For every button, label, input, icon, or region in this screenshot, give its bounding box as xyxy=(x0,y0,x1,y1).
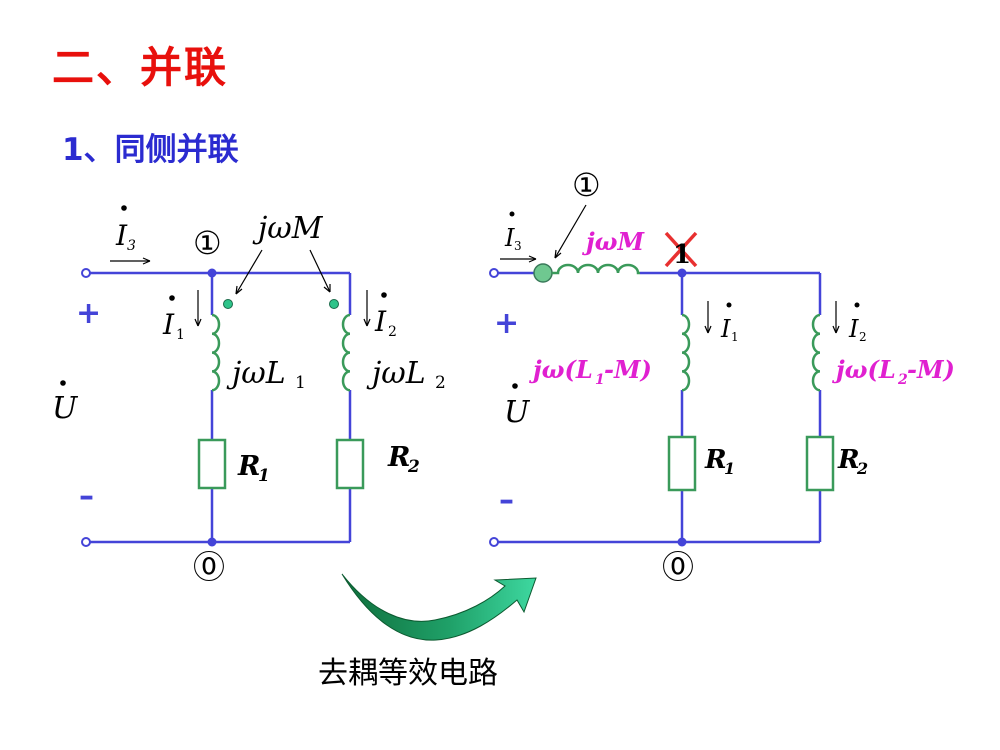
right-resistor-2 xyxy=(805,435,835,492)
left-circuit: I 3 ① jωM I 1 I 2 jωL 1 jωL 2 U R 1 xyxy=(52,205,446,586)
left-current-arrow-i3 xyxy=(110,257,151,265)
right-node-pointer xyxy=(554,204,587,259)
svg-text:1: 1 xyxy=(724,459,735,478)
right-current-arrow-i3 xyxy=(500,255,537,263)
left-resistor-1 xyxy=(197,438,227,490)
left-node-top-dot xyxy=(207,268,217,278)
svg-text:2: 2 xyxy=(897,372,908,388)
right-resistor-1 xyxy=(667,435,697,492)
svg-text:3: 3 xyxy=(514,239,522,253)
left-plus-sign: + xyxy=(76,296,101,331)
svg-text:I: I xyxy=(162,308,175,341)
svg-text:jωL: jωL xyxy=(366,356,426,391)
right-label-i2: I 2 xyxy=(848,302,867,344)
svg-text:3: 3 xyxy=(127,238,136,254)
right-minus-sign: – xyxy=(499,483,514,518)
svg-text:jω(L: jω(L xyxy=(529,355,593,384)
svg-text:I: I xyxy=(374,305,387,338)
left-polarity-dot-1 xyxy=(223,299,233,309)
left-label-voltage: U xyxy=(52,380,79,426)
svg-text:1: 1 xyxy=(731,330,739,344)
right-removed-node-label: 1 xyxy=(673,240,691,270)
left-label-inductor-1: jωL 1 xyxy=(226,356,306,393)
right-removed-node-cross xyxy=(664,231,698,268)
right-terminal-top xyxy=(489,268,499,278)
right-node-new xyxy=(533,263,553,283)
svg-text:R: R xyxy=(704,445,727,475)
left-current-arrow-i2 xyxy=(363,290,371,327)
left-node-bottom-dot xyxy=(207,537,217,547)
right-label-i3: I 3 xyxy=(504,211,522,253)
left-polarity-dot-2 xyxy=(329,299,339,309)
svg-text:1: 1 xyxy=(595,372,605,388)
svg-text:I: I xyxy=(115,219,128,252)
right-label-i1: I 1 xyxy=(720,302,739,344)
svg-text:R: R xyxy=(837,445,860,475)
page-title: 二、并联 xyxy=(52,43,229,92)
right-label-voltage: U xyxy=(504,383,531,430)
right-node-bottom-dot xyxy=(677,537,687,547)
svg-text:1: 1 xyxy=(176,327,185,343)
transform-arrow-icon xyxy=(341,573,537,641)
left-resistor-2 xyxy=(335,438,365,490)
svg-text:-M): -M) xyxy=(604,355,652,384)
left-mutual-pointers xyxy=(235,249,331,295)
right-current-arrow-i2 xyxy=(832,301,840,334)
right-plus-sign: + xyxy=(494,306,519,341)
right-node-bottom-label: ⓪ xyxy=(662,548,694,586)
left-label-r2: R 2 xyxy=(387,442,420,477)
left-label-i3: I 3 xyxy=(115,205,136,254)
section-subtitle: 1、同侧并联 xyxy=(62,132,239,168)
svg-text:1: 1 xyxy=(258,466,270,486)
right-inductor-1 xyxy=(681,313,691,392)
svg-text:2: 2 xyxy=(856,459,868,478)
right-label-r2: R 2 xyxy=(837,445,868,478)
svg-text:2: 2 xyxy=(388,324,397,340)
right-mutual-label: jωM xyxy=(582,227,646,256)
left-wires xyxy=(90,271,352,544)
left-label-i2: I 2 xyxy=(374,292,397,340)
svg-text:jωL: jωL xyxy=(226,356,286,391)
right-node-junction-dot xyxy=(677,268,687,278)
svg-text:-M): -M) xyxy=(907,355,955,384)
right-terminal-bottom xyxy=(489,537,499,547)
svg-text:I: I xyxy=(504,224,515,252)
left-current-arrow-i1 xyxy=(194,290,202,327)
svg-text:U: U xyxy=(52,391,79,426)
right-label-r1: R 1 xyxy=(704,445,735,478)
left-minus-sign: – xyxy=(79,479,94,514)
left-mutual-label: jωM xyxy=(252,211,324,246)
caption-decoupled-equivalent: 去耦等效电路 xyxy=(318,656,498,691)
left-label-r1: R 1 xyxy=(237,451,270,486)
left-terminal-bottom xyxy=(81,537,91,547)
right-label-inductor-2: jω(L 2 -M) xyxy=(832,355,955,388)
right-inductor-mutual xyxy=(552,263,640,275)
svg-text:U: U xyxy=(504,395,531,430)
right-wires xyxy=(497,271,822,544)
right-inductor-2 xyxy=(811,313,821,392)
right-circuit: ① I 3 jωM 1 I 1 I 2 jω(L 1 -M) jω(L 2 -M… xyxy=(489,166,955,586)
svg-text:I: I xyxy=(720,315,731,343)
svg-text:jω(L: jω(L xyxy=(832,355,896,384)
left-node-bottom-label: ⓪ xyxy=(193,548,225,586)
left-terminal-top xyxy=(81,268,91,278)
left-inductor-1 xyxy=(211,313,221,392)
svg-text:I: I xyxy=(848,315,859,343)
left-node-top-label: ① xyxy=(193,224,222,262)
svg-text:1: 1 xyxy=(295,373,306,393)
right-current-arrow-i1 xyxy=(704,301,712,334)
svg-text:2: 2 xyxy=(407,457,420,477)
right-node-new-label: ① xyxy=(572,166,601,204)
svg-text:2: 2 xyxy=(435,373,446,393)
left-label-inductor-2: jωL 2 xyxy=(366,356,446,393)
left-inductor-2 xyxy=(341,313,351,392)
left-label-i1: I 1 xyxy=(162,295,185,343)
svg-text:2: 2 xyxy=(859,330,867,344)
svg-text:R: R xyxy=(387,442,410,473)
right-label-inductor-1: jω(L 1 -M) xyxy=(529,355,652,388)
svg-text:R: R xyxy=(237,451,260,482)
